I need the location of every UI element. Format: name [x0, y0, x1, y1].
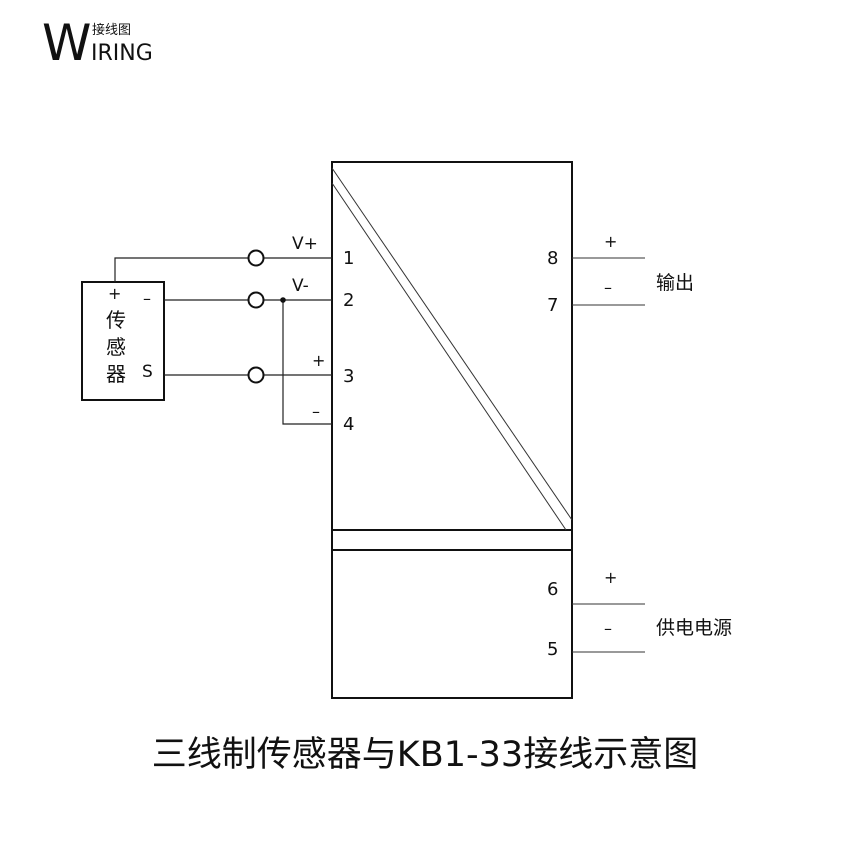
- junction-dot: [280, 297, 286, 303]
- label-vminus: V-: [292, 276, 309, 296]
- logo-big-letter: W: [42, 14, 91, 72]
- label-t4-minus: –: [312, 402, 320, 421]
- sensor-label-char-3: 器: [106, 362, 126, 386]
- power-section: 6 5 + – 供电电源: [547, 568, 732, 660]
- module-diagonal-1: [331, 167, 573, 521]
- terminal-number-1: 1: [343, 248, 354, 269]
- output-label: 输出: [656, 272, 694, 294]
- output-minus-label: –: [604, 278, 612, 297]
- terminal-number-7: 7: [547, 295, 558, 316]
- diagram-title: 三线制传感器与KB1-33接线示意图: [152, 735, 698, 775]
- terminal-circle-1: [247, 249, 265, 267]
- sensor-box: [81, 281, 165, 401]
- terminal-number-6: 6: [547, 579, 558, 600]
- sensor-minus-label: –: [143, 289, 151, 308]
- power-minus-label: –: [604, 619, 612, 638]
- terminal-number-2: 2: [343, 290, 354, 311]
- terminal-circle-3: [247, 366, 265, 384]
- label-t3-plus: +: [312, 351, 325, 370]
- module-outline: [331, 161, 573, 699]
- input-wires: [114, 249, 332, 425]
- logo-small-bottom: IRING: [91, 41, 153, 66]
- logo-small-top: 接线图: [92, 22, 131, 38]
- sensor-label-char-1: 传: [106, 308, 126, 332]
- power-plus-label: +: [604, 568, 617, 587]
- terminal-number-3: 3: [343, 366, 354, 387]
- module-body: [331, 161, 573, 699]
- sensor-plus-label: +: [108, 284, 121, 303]
- module-diagonal-2: [331, 182, 567, 531]
- terminal-circle-2: [247, 291, 265, 309]
- output-section: 8 7 + – 输出: [547, 232, 694, 316]
- output-plus-label: +: [604, 232, 617, 251]
- wire-bridge-2-to-4: [282, 300, 332, 425]
- wiring-logo: W 接线图 IRING: [42, 14, 153, 72]
- sensor-label-char-2: 感: [106, 335, 126, 359]
- sensor-s-label: S: [142, 362, 153, 382]
- power-label: 供电电源: [656, 617, 732, 639]
- sensor: + – S 传 感 器: [81, 281, 165, 401]
- left-terminal-labels: V+ V- + – 1 2 3 4: [292, 234, 354, 435]
- wire-plus-to-1: [114, 257, 248, 282]
- terminal-number-5: 5: [547, 639, 558, 660]
- label-vplus: V+: [292, 234, 318, 254]
- terminal-number-8: 8: [547, 248, 558, 269]
- terminal-number-4: 4: [343, 414, 354, 435]
